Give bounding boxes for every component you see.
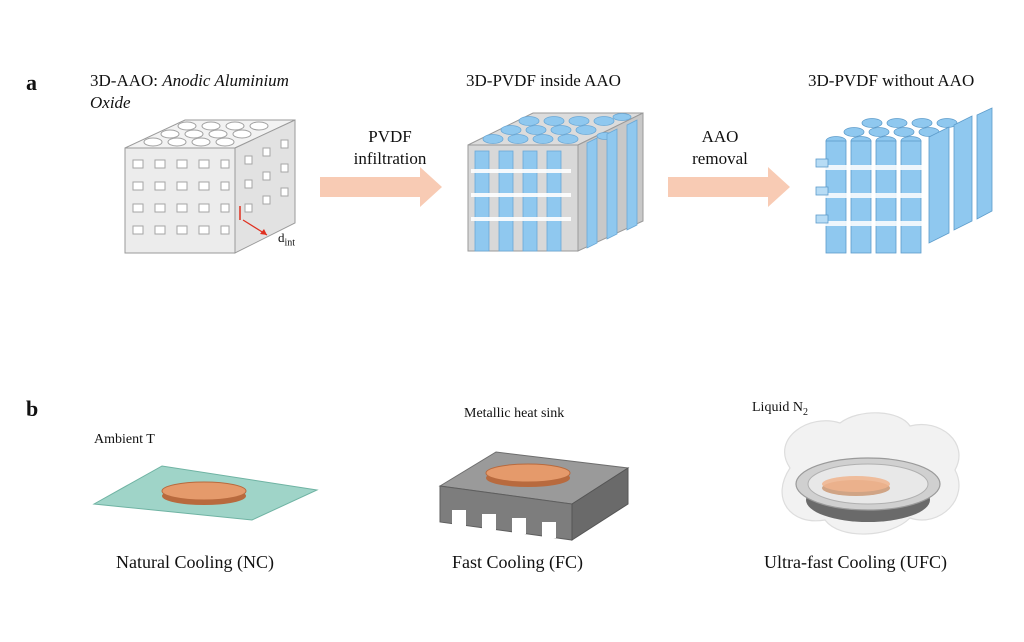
infiltration-arrow [320,167,442,207]
arrow1-label: PVDF infiltration [330,126,450,170]
ambient-label: Ambient T [94,432,155,447]
fc-caption: Fast Cooling (FC) [452,552,584,572]
arrow1-label-line2: infiltration [353,149,427,168]
arrow2-label: AAO removal [670,126,770,170]
aao-block-illustration [124,119,296,254]
arrow1-label-line1: PVDF [368,127,412,146]
dint-label-sub: int [284,237,296,249]
liquid-nitrogen-dish-illustration [781,412,960,535]
pvdf-inside-title: 3D-PVDF inside AAO [466,71,621,90]
dint-label-main: d [278,230,285,245]
heat-sink-label: Metallic heat sink [464,406,565,421]
liquid-n2-label: Liquid N2 [752,400,808,418]
liquid-n2-label-sub: 2 [802,406,808,418]
aao-title-line2: Oxide [90,93,131,112]
pvdf-inside-aao-illustration [467,112,644,252]
removal-arrow [668,167,790,207]
glass-plate-illustration [92,465,319,521]
arrow2-label-line1: AAO [701,127,739,146]
aao-title-plain: 3D-AAO: [90,71,163,90]
liquid-n2-label-main: Liquid N [752,400,803,415]
aao-title-italic: Anodic Aluminium [162,71,289,90]
pvdf-without-title: 3D-PVDF without AAO [808,71,975,90]
nc-caption: Natural Cooling (NC) [116,552,274,572]
panel-b-letter: b [26,396,39,421]
arrow2-label-line2: removal [692,149,748,168]
heat-sink-illustration [438,451,630,541]
panel-a-letter: a [26,70,37,95]
ufc-caption: Ultra-fast Cooling (UFC) [764,552,947,572]
aao-title: 3D-AAO: Anodic Aluminium [90,71,289,91]
pvdf-without-aao-illustration [815,107,993,254]
dint-label: dint [278,230,295,249]
